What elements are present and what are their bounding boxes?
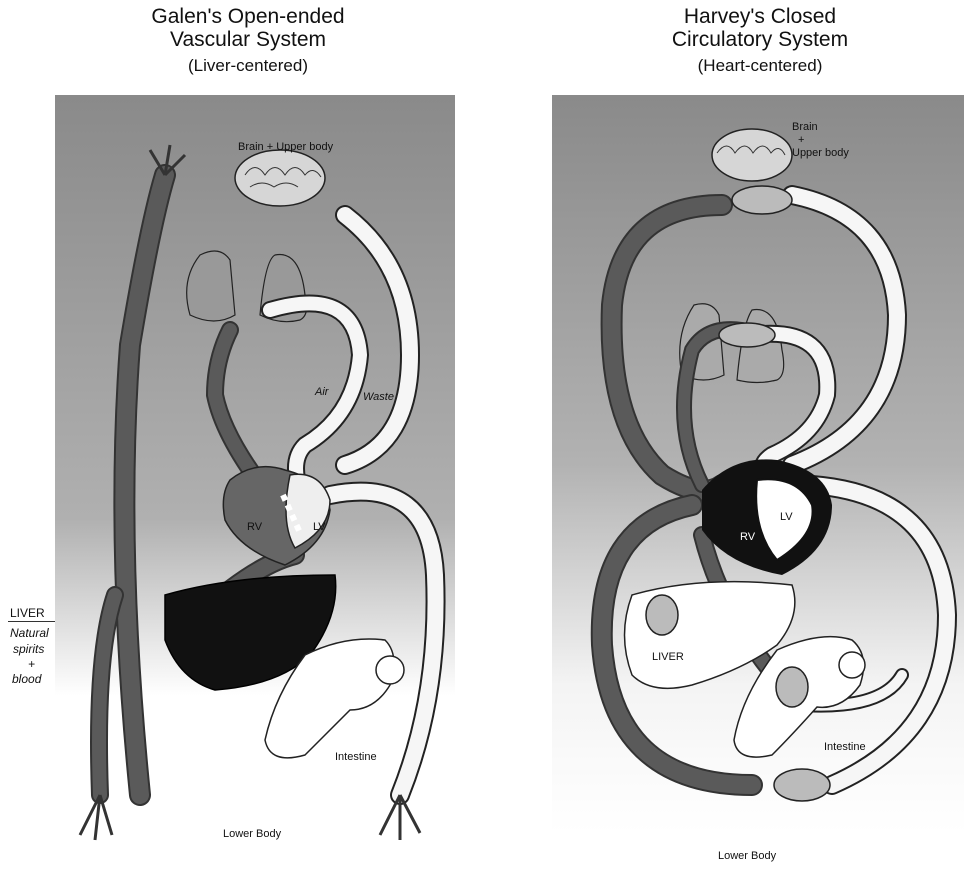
galen-label-lv: LV: [313, 521, 326, 533]
harvey-label-liver: LIVER: [652, 651, 684, 663]
harvey-label-plus: +: [798, 134, 804, 146]
side-blood-label: blood: [12, 672, 41, 686]
galen-label-waste: Waste: [363, 391, 394, 403]
galen-label-lower-body: Lower Body: [223, 828, 282, 840]
side-liver-underline: [8, 621, 56, 622]
right-title-line2: Circulatory System: [630, 28, 890, 51]
harvey-diagram-svg: Brain + Upper body RV LV LIVER Intestine: [552, 95, 964, 833]
harvey-diagram: Brain + Upper body RV LV LIVER Intestine: [552, 95, 964, 833]
harvey-label-lv: LV: [780, 511, 793, 523]
harvey-label-intestine: Intestine: [824, 741, 866, 753]
galen-label-rv: RV: [247, 521, 263, 533]
galen-label-air: Air: [314, 386, 330, 398]
side-plus-label: +: [28, 657, 35, 671]
left-title-line2: Vascular System: [118, 28, 378, 51]
harvey-label-rv: RV: [740, 531, 756, 543]
harvey-brain-icon: [712, 129, 792, 181]
left-title-line1: Galen's Open-ended: [118, 5, 378, 28]
galen-brain-icon: [235, 150, 325, 206]
side-spirits-label: spirits: [13, 642, 44, 656]
left-subtitle: (Liver-centered): [118, 56, 378, 76]
galen-diagram-svg: Brain + Upper body Air Waste RV LV Intes…: [55, 95, 455, 865]
harvey-label-lower-body: Lower Body: [718, 850, 776, 862]
harvey-label-brain: Brain: [792, 121, 818, 133]
harvey-label-upper-body: Upper body: [792, 147, 849, 159]
side-natural-label: Natural: [10, 626, 49, 640]
right-subtitle: (Heart-centered): [630, 56, 890, 76]
galen-label-intestine: Intestine: [335, 751, 377, 763]
side-liver-label: LIVER: [10, 606, 45, 620]
galen-diagram: Brain + Upper body Air Waste RV LV Intes…: [55, 95, 455, 865]
galen-label-brain: Brain + Upper body: [238, 141, 334, 153]
right-title-line1: Harvey's Closed: [630, 5, 890, 28]
